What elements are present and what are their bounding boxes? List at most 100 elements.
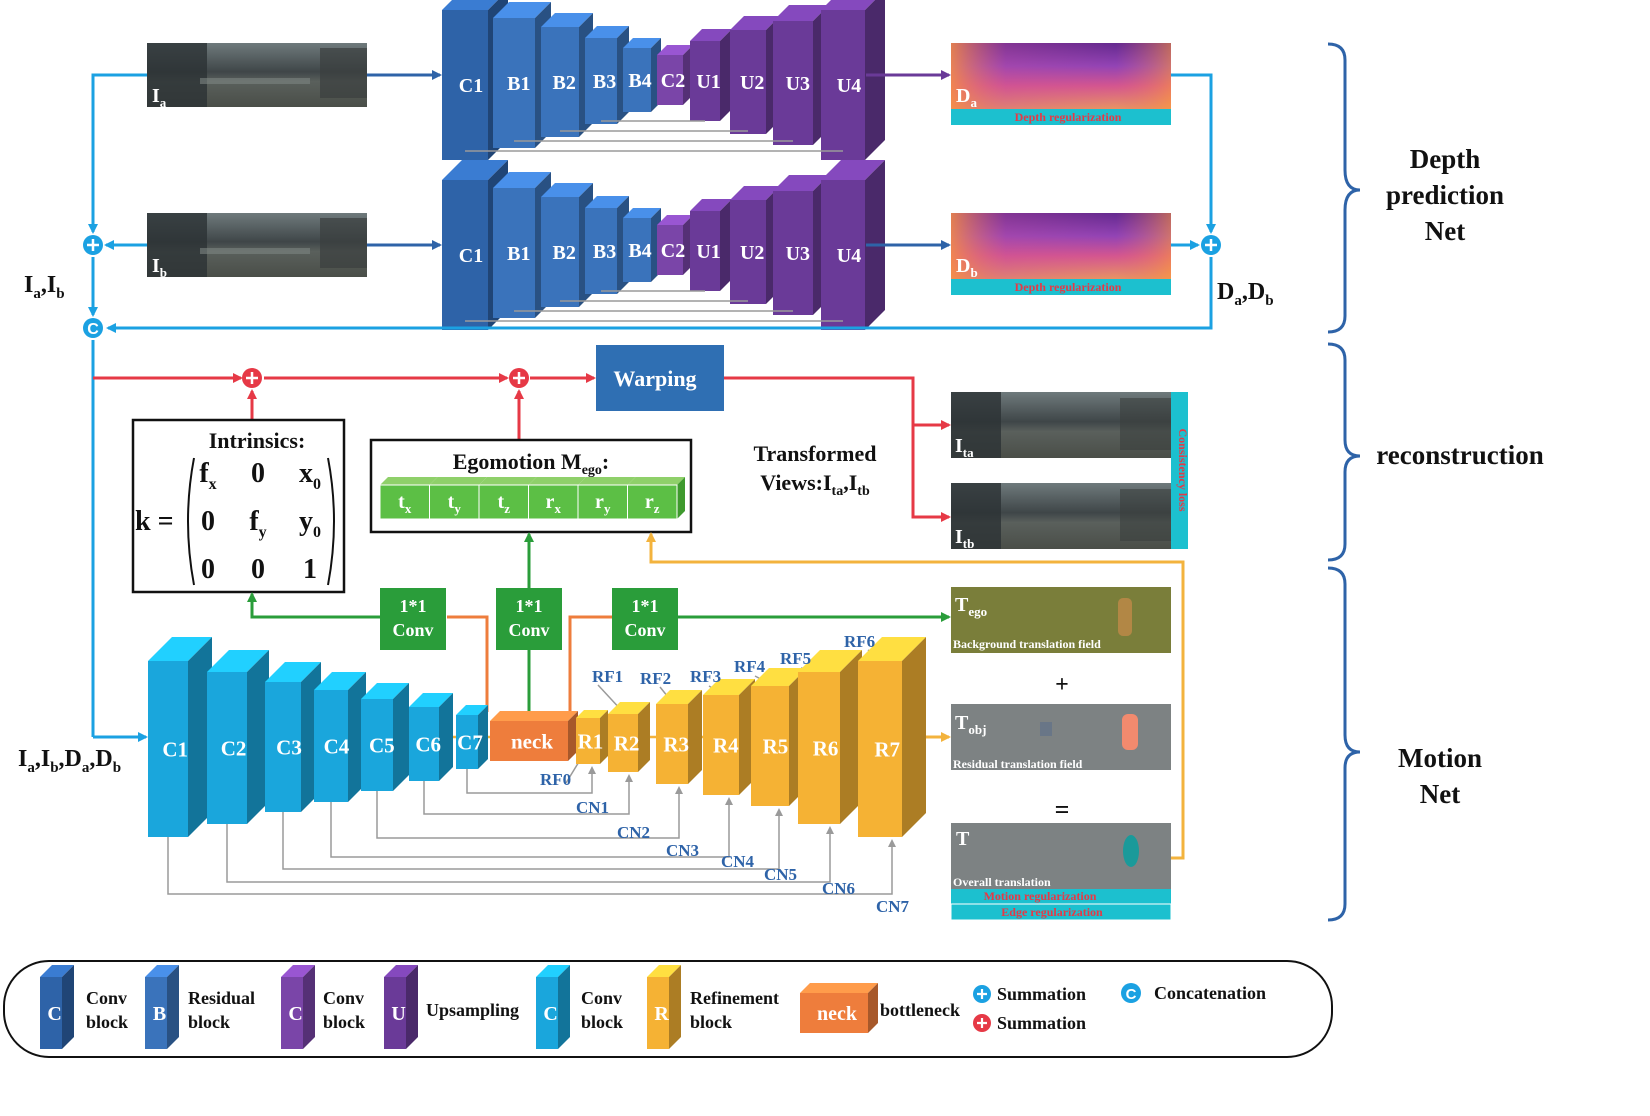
- svg-text:1*1: 1*1: [516, 596, 543, 616]
- depth-block-u2: U2: [730, 16, 780, 134]
- svg-text:Concatenation: Concatenation: [1154, 983, 1266, 1003]
- block-label: U2: [740, 242, 764, 264]
- intrinsics-title: Intrinsics:: [209, 428, 306, 453]
- skip-connections: [167, 649, 896, 895]
- equals-sign: =: [1055, 795, 1070, 824]
- svg-text:Db: Db: [956, 255, 978, 280]
- rf-label: RF4: [734, 657, 766, 676]
- svg-text:Conv: Conv: [624, 620, 665, 640]
- transformed-image-ta: Ita: [951, 392, 1171, 460]
- egomotion-cell: ty: [429, 477, 487, 520]
- depth-block-b3: B3: [585, 26, 629, 124]
- matrix-cell: x0: [299, 458, 321, 493]
- block-label: U1: [696, 71, 720, 93]
- brace-label: Net: [1425, 216, 1465, 246]
- legend-item-4: C: [536, 965, 570, 1049]
- depth-block-u1: U1: [690, 29, 732, 121]
- egomotion-cell: rz: [627, 477, 685, 520]
- block-label: B4: [628, 70, 651, 92]
- depth-block-u2: U2: [730, 186, 780, 304]
- egomotion-title: Egomotion Mego:: [453, 449, 610, 478]
- transformed-views-label: Transformed: [753, 441, 876, 466]
- block-label: C2: [221, 736, 247, 760]
- block-label: U1: [696, 241, 720, 263]
- block-label: U3: [786, 243, 810, 265]
- block-label: U3: [786, 73, 810, 95]
- legend-item-3: U: [384, 965, 418, 1049]
- legend-item-1: B: [145, 965, 179, 1049]
- k-label: k =: [135, 506, 174, 537]
- block-label: U2: [740, 72, 764, 94]
- depth-block-b3: B3: [585, 196, 629, 294]
- legend-text: block: [581, 1012, 623, 1032]
- t-total-panel: T Overall translation Motion regularizat…: [950, 823, 1172, 921]
- block-label: C4: [324, 734, 350, 758]
- svg-text:Conv: Conv: [508, 620, 549, 640]
- block-label: B: [153, 1003, 166, 1025]
- svg-text:Conv: Conv: [392, 620, 433, 640]
- cyan-connections: [88, 73, 1216, 742]
- svg-text:Tobj: Tobj: [955, 712, 986, 737]
- summation-node: [83, 235, 103, 255]
- ia-ib-label: Ia,Ib: [24, 272, 65, 302]
- rf-label: RF1: [592, 667, 623, 686]
- block-label: R1: [578, 729, 604, 753]
- image-label: Ib: [152, 255, 167, 280]
- legend-item-0: C: [40, 965, 74, 1049]
- legend-text: Conv: [323, 988, 364, 1008]
- block-label: C: [543, 1003, 557, 1025]
- legend-item-2: C: [281, 965, 315, 1049]
- image-label: Ia: [152, 85, 167, 110]
- rf-label: RF2: [640, 669, 671, 688]
- block-label: B1: [507, 243, 530, 265]
- svg-text:rz: rz: [645, 491, 660, 516]
- svg-text:Tego: Tego: [955, 594, 987, 619]
- motion-encoder-c6: C6: [409, 693, 453, 781]
- legend-text: Conv: [86, 988, 127, 1008]
- block-label: B1: [507, 73, 530, 95]
- matrix-cell: 0: [251, 458, 265, 489]
- depth-block-b4: B4: [623, 38, 661, 112]
- matrix-cell: fx: [199, 458, 216, 493]
- svg-text:Itb: Itb: [955, 526, 974, 551]
- depth-block-u4: U4: [821, 0, 885, 160]
- block-label: neck: [817, 1003, 858, 1025]
- concatenation-node: C: [83, 318, 103, 338]
- svg-text:Warping: Warping: [613, 366, 696, 391]
- block-label: R2: [614, 731, 640, 755]
- svg-text:tz: tz: [498, 491, 511, 516]
- svg-text:Edge regularization: Edge regularization: [1001, 905, 1103, 919]
- brace-labels: DepthpredictionNetreconstructionMotionNe…: [1376, 144, 1543, 809]
- cn-label: CN2: [617, 823, 650, 842]
- block-label: R6: [813, 736, 839, 760]
- depth-block-u1: U1: [690, 199, 732, 291]
- block-label: B2: [553, 242, 576, 264]
- brace-label: reconstruction: [1376, 440, 1543, 470]
- block-label: C3: [276, 735, 302, 759]
- plus-sign: +: [1055, 672, 1069, 698]
- brace-label: Motion: [1398, 743, 1482, 773]
- block-label: C: [47, 1003, 61, 1025]
- motion-encoder-c3: C3: [265, 662, 321, 812]
- depth-block-c2: C2: [657, 45, 693, 105]
- svg-text:rx: rx: [546, 491, 562, 516]
- warping-box: Warping: [596, 345, 724, 411]
- input-image-b: Ib: [147, 213, 367, 280]
- legend-item-6: neck: [800, 983, 878, 1033]
- legend-text: Residual: [188, 988, 255, 1008]
- rf-label: RF6: [844, 632, 875, 651]
- block-label: C1: [459, 245, 483, 267]
- block-label: R5: [763, 734, 789, 758]
- motion-input-label: Ia,Ib,Da,Db: [18, 746, 121, 776]
- legend-text: block: [188, 1012, 230, 1032]
